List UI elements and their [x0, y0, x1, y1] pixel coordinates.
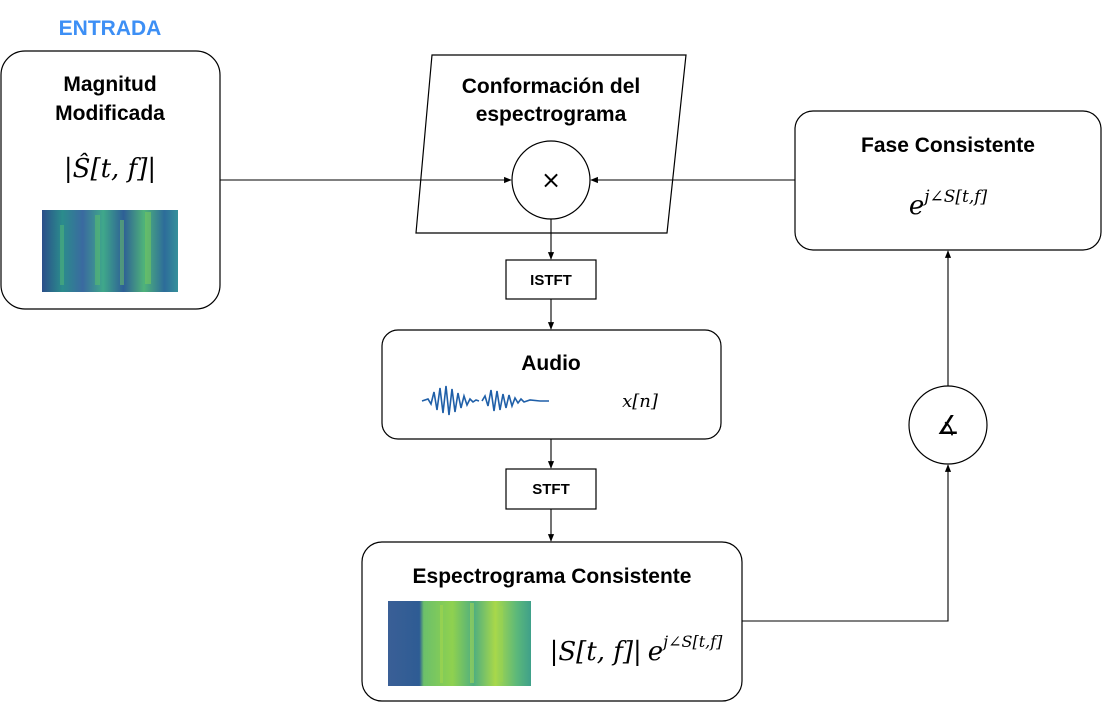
magnitude-block: Magnitud Modificada |Ŝ[t, f]| [0, 50, 221, 310]
connectors [220, 176, 952, 622]
spectrogram-formula: |S[t, f]|ej∠S[t,f] [550, 632, 724, 667]
istft-block: ISTFT [505, 259, 597, 300]
audio-formula: x[n] [622, 391, 659, 412]
arrow-spectrogram-to-angle [742, 464, 952, 622]
magnitude-formula: |Ŝ[t, f]| [64, 152, 156, 184]
multiply-operator: × [541, 166, 561, 194]
audio-title: Audio [521, 352, 580, 375]
phase-block: Fase Consistente ej∠S[t,f] [794, 110, 1102, 251]
shaping-block: Conformación del espectrograma × [415, 54, 687, 234]
audio-waveform [421, 385, 549, 416]
spectrogram-title: Espectrograma Consistente [413, 565, 692, 588]
stft-label: STFT [532, 481, 570, 498]
stft-block: STFT [505, 468, 597, 510]
magnitude-title-line1: Magnitud [63, 73, 156, 96]
angle-operator: ∡ [936, 411, 959, 441]
magnitude-title-line2: Modificada [55, 102, 165, 125]
consistent-spectrogram-image [388, 601, 531, 686]
magnitude-spectrogram-image [42, 210, 178, 292]
shaping-title-line2: espectrograma [476, 103, 627, 126]
spectrogram-block: Espectrograma Consistente |S[t, f]|ej∠S[… [361, 541, 743, 702]
audio-block: Audio x[n] [381, 329, 722, 440]
phase-title: Fase Consistente [861, 134, 1035, 157]
phase-formula: ej∠S[t,f] [909, 187, 988, 221]
shaping-title-line1: Conformación del [462, 75, 641, 98]
input-label: ENTRADA [59, 17, 162, 40]
angle-node: ∡ [908, 385, 988, 465]
istft-label: ISTFT [530, 272, 572, 289]
